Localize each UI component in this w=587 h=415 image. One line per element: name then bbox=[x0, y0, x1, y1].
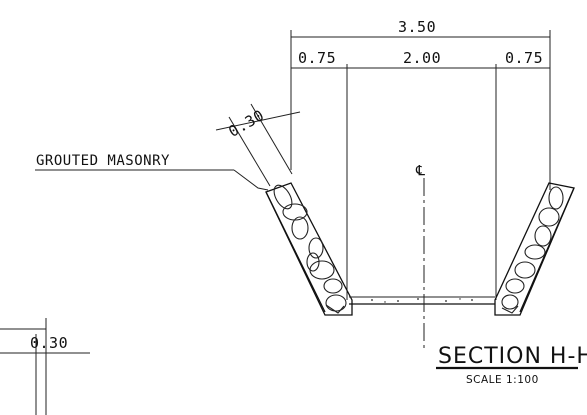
dim-right-top: 0.75 bbox=[505, 49, 543, 67]
top-dimension-lines bbox=[290, 30, 551, 300]
right-masonry-wall bbox=[494, 182, 575, 316]
bottom-slab bbox=[349, 296, 495, 305]
material-label: GROUTED MASONRY bbox=[36, 153, 170, 169]
dim-wall-thickness-lower: 0.30 bbox=[30, 334, 68, 352]
section-title: SECTION H-H bbox=[438, 344, 587, 369]
section-scale: SCALE 1:100 bbox=[466, 374, 539, 386]
centerline-symbol: ℄ bbox=[415, 163, 426, 179]
material-leader bbox=[35, 169, 269, 191]
dim-total-width: 3.50 bbox=[398, 18, 436, 36]
lower-left-detail bbox=[0, 318, 90, 415]
dim-left-top: 0.75 bbox=[298, 49, 336, 67]
wall-thickness-dimension bbox=[215, 103, 301, 187]
dim-wall-thickness: 0.30 bbox=[225, 106, 267, 141]
left-masonry-wall bbox=[265, 182, 353, 316]
dim-bottom-width: 2.00 bbox=[403, 49, 441, 67]
